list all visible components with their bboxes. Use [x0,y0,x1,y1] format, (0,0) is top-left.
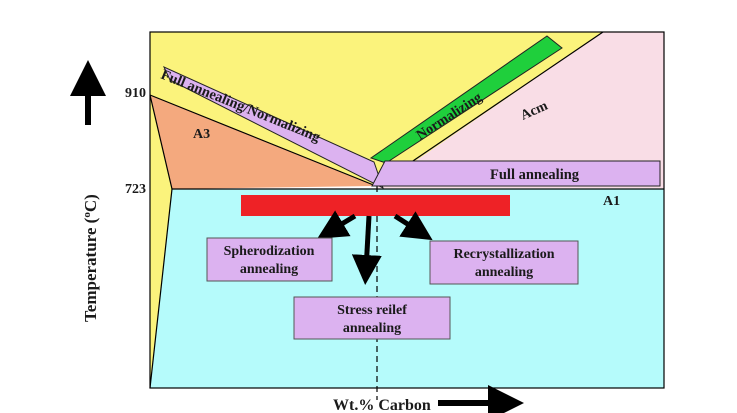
a1-label: A1 [603,194,620,209]
subcritical-bar [241,195,510,216]
a3-label: A3 [193,127,210,142]
stress-relief-line2: annealing [343,321,401,336]
y-axis-label: Temperature (oC) [81,194,100,322]
upper-yellow-region [150,32,664,186]
spheroidization-line1: Spherodization [224,244,315,259]
a3-orange-region [150,95,376,189]
stress-relief-line1: Stress reilef [337,303,407,318]
stress-relief-box [293,296,451,340]
process-arrows [317,210,433,285]
spheroidization-line2: annealing [240,262,298,277]
cyan-region [150,189,664,388]
y-axis-unit: C) [81,194,100,212]
recrystallization-box [429,240,579,285]
full-annealing-label: Full annealing [490,167,580,183]
recrystallization-line1: Recrystallization [453,247,554,262]
spheroidization-box [206,237,333,282]
full-normalizing-band [162,65,384,190]
full-annealing-band [371,160,661,187]
x-axis-label: Wt.% Carbon [333,397,431,413]
temp-723-label: 723 [125,182,146,197]
phase-boundaries [149,31,665,389]
left-yellow-region [150,95,172,388]
y-axis-degree-sup: o [81,212,93,218]
acm-pink-region [376,32,664,188]
temp-910-label: 910 [125,86,146,101]
recrystallization-line2: annealing [475,265,533,280]
y-axis-label-text: Temperature ( [81,217,100,322]
